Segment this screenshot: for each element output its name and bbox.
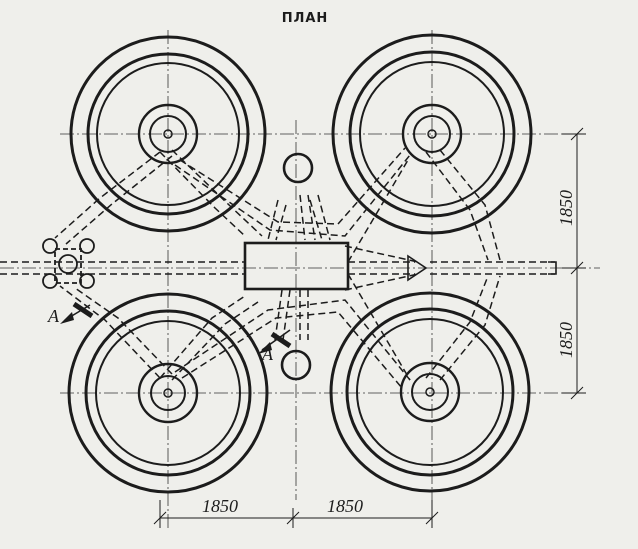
dim-vertical-lower: 1850 (556, 322, 576, 358)
dimension-horizontal (153, 500, 439, 528)
pipelines-hidden (0, 147, 555, 389)
tank-top-left (69, 35, 267, 233)
reducer-right (407, 254, 557, 282)
section-label-left: А (47, 306, 60, 326)
tank-bottom-right (329, 291, 531, 493)
dim-horizontal-left: 1850 (202, 496, 238, 516)
dim-horizontal-right: 1850 (327, 496, 363, 516)
inlet-manifold (42, 238, 95, 289)
pump-upper (282, 152, 314, 184)
dimension-vertical (562, 127, 586, 400)
section-mark-center (258, 329, 292, 354)
tank-bottom-left (67, 292, 269, 494)
dim-vertical-upper: 1850 (556, 190, 576, 226)
section-mark-left (60, 301, 94, 324)
section-label-center: А (261, 344, 274, 364)
pump-lower (280, 349, 312, 381)
tank-top-right (331, 33, 533, 235)
central-block (243, 241, 350, 291)
center-lines (0, 30, 600, 530)
plan-title: ПЛАН (282, 11, 329, 26)
